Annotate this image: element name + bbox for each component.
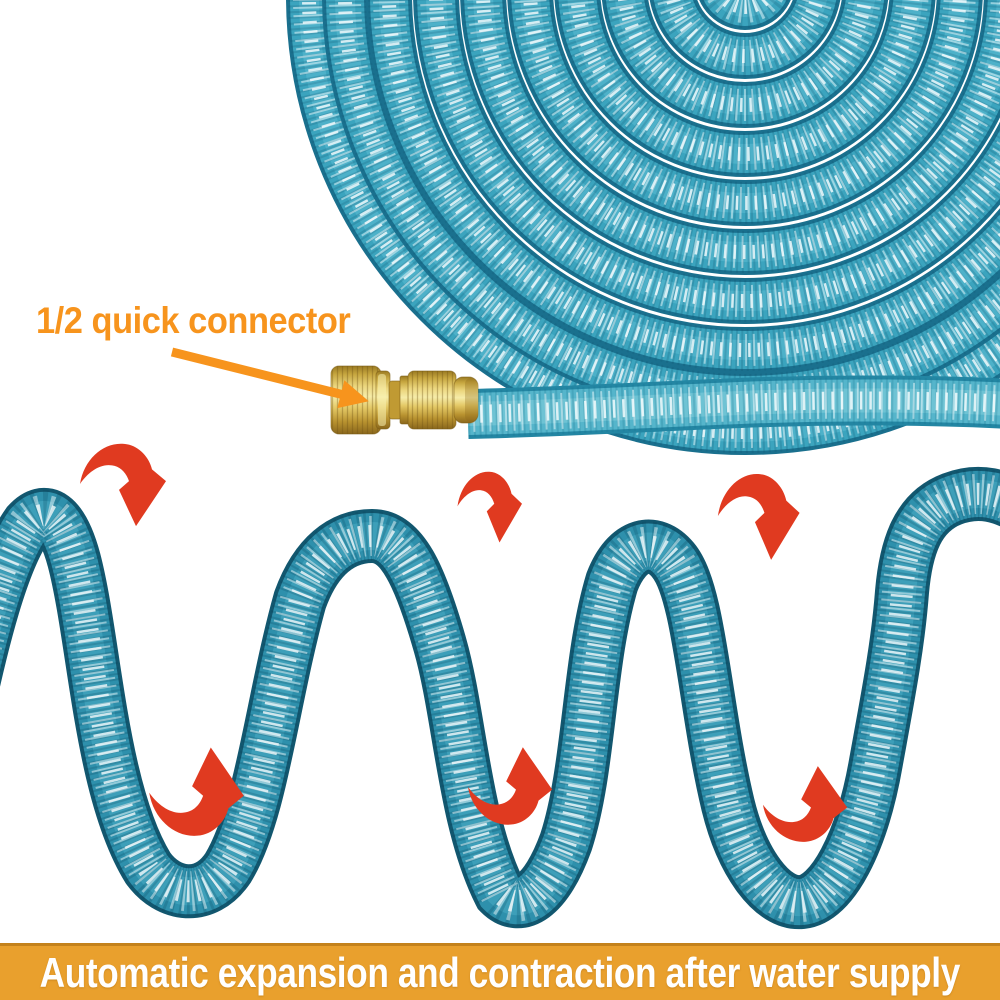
connector-end-collar-shade bbox=[465, 378, 477, 422]
hose-texture-layer bbox=[717, 0, 773, 14]
hose-coil bbox=[286, 0, 1000, 455]
callout-label: 1/2 quick connector bbox=[36, 300, 351, 341]
hose-texture-layer bbox=[567, 0, 923, 164]
brass-quick-connector bbox=[330, 365, 479, 435]
expansion-arrow-top-2 bbox=[457, 471, 522, 543]
connector-end-collar bbox=[453, 376, 479, 424]
expansion-arrow-top-1 bbox=[80, 443, 166, 527]
hose-texture-layer bbox=[0, 473, 1000, 923]
hose-texture-layer bbox=[467, 388, 1000, 426]
hose-texture-layer bbox=[373, 0, 1000, 366]
caption-text: Automatic expansion and contraction afte… bbox=[39, 949, 961, 996]
connector-cap-knurling bbox=[331, 366, 381, 434]
hose-texture-layer bbox=[467, 377, 1000, 437]
hose-texture-layer bbox=[651, 0, 839, 77]
hose-texture-layer bbox=[608, 0, 882, 121]
hose-wave-section bbox=[0, 466, 1000, 929]
hose-texture-layer bbox=[476, 0, 1000, 259]
expansion-arrow-top-3 bbox=[717, 473, 800, 560]
connector-cap-collar-highlight bbox=[378, 374, 386, 426]
hose-texture-layer bbox=[299, 0, 1000, 442]
hose-texture-layer bbox=[420, 0, 1000, 317]
caption-banner: Automatic expansion and contraction afte… bbox=[0, 943, 1000, 1000]
callout-pointer-arrow bbox=[170, 347, 369, 409]
hose-texture-layer bbox=[520, 0, 970, 213]
hose-texture-layer bbox=[0, 482, 1000, 914]
hose-straight-section bbox=[467, 375, 1000, 439]
hose-texture-layer bbox=[662, 0, 828, 66]
connector-barrel-knurling bbox=[408, 371, 456, 429]
